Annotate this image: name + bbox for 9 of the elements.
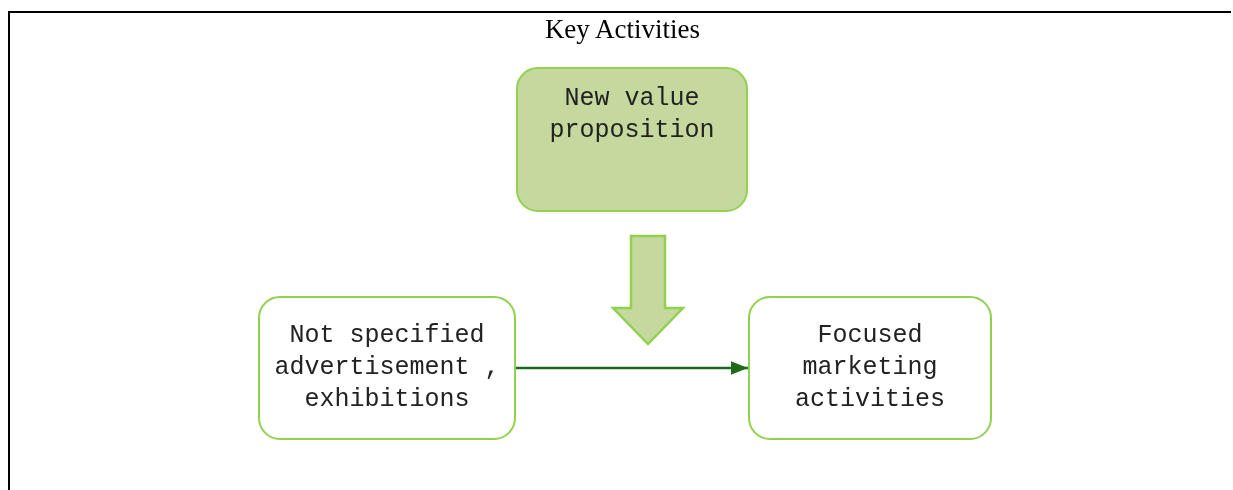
node-text: Focused marketing activities [794, 320, 946, 416]
block-arrow [610, 234, 686, 346]
rounded-box [748, 296, 992, 440]
arrow [516, 361, 748, 375]
diagram-title: Key Activities [543, 14, 702, 45]
filled-rounded-box [516, 67, 748, 212]
rounded-box [258, 296, 516, 440]
node-text: Not specified advertisement , exhibitions [274, 320, 500, 416]
node-text: New value proposition [548, 83, 716, 147]
